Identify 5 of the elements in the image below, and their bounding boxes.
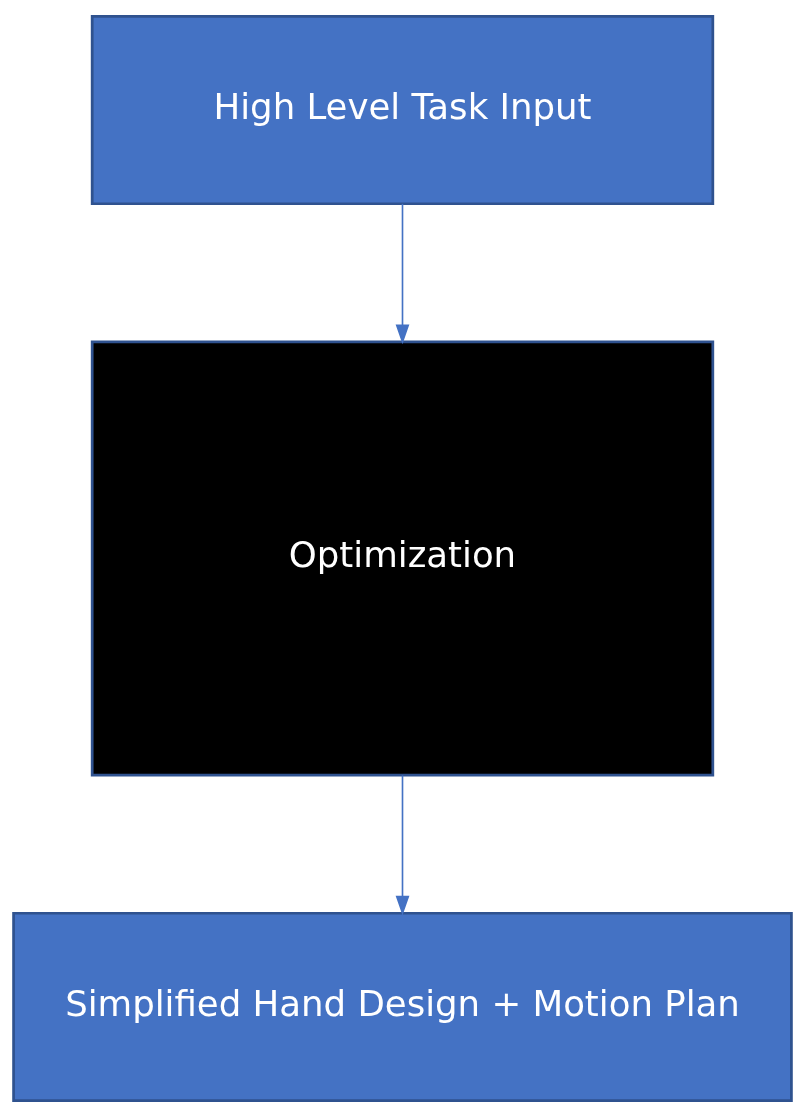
arrow <box>395 774 410 916</box>
node-box: Simplified Hand Design + Motion Plan <box>12 911 793 1102</box>
node-box: High Level Task Input <box>90 15 715 206</box>
node-box: Optimization <box>90 340 715 777</box>
arrow <box>395 203 410 345</box>
